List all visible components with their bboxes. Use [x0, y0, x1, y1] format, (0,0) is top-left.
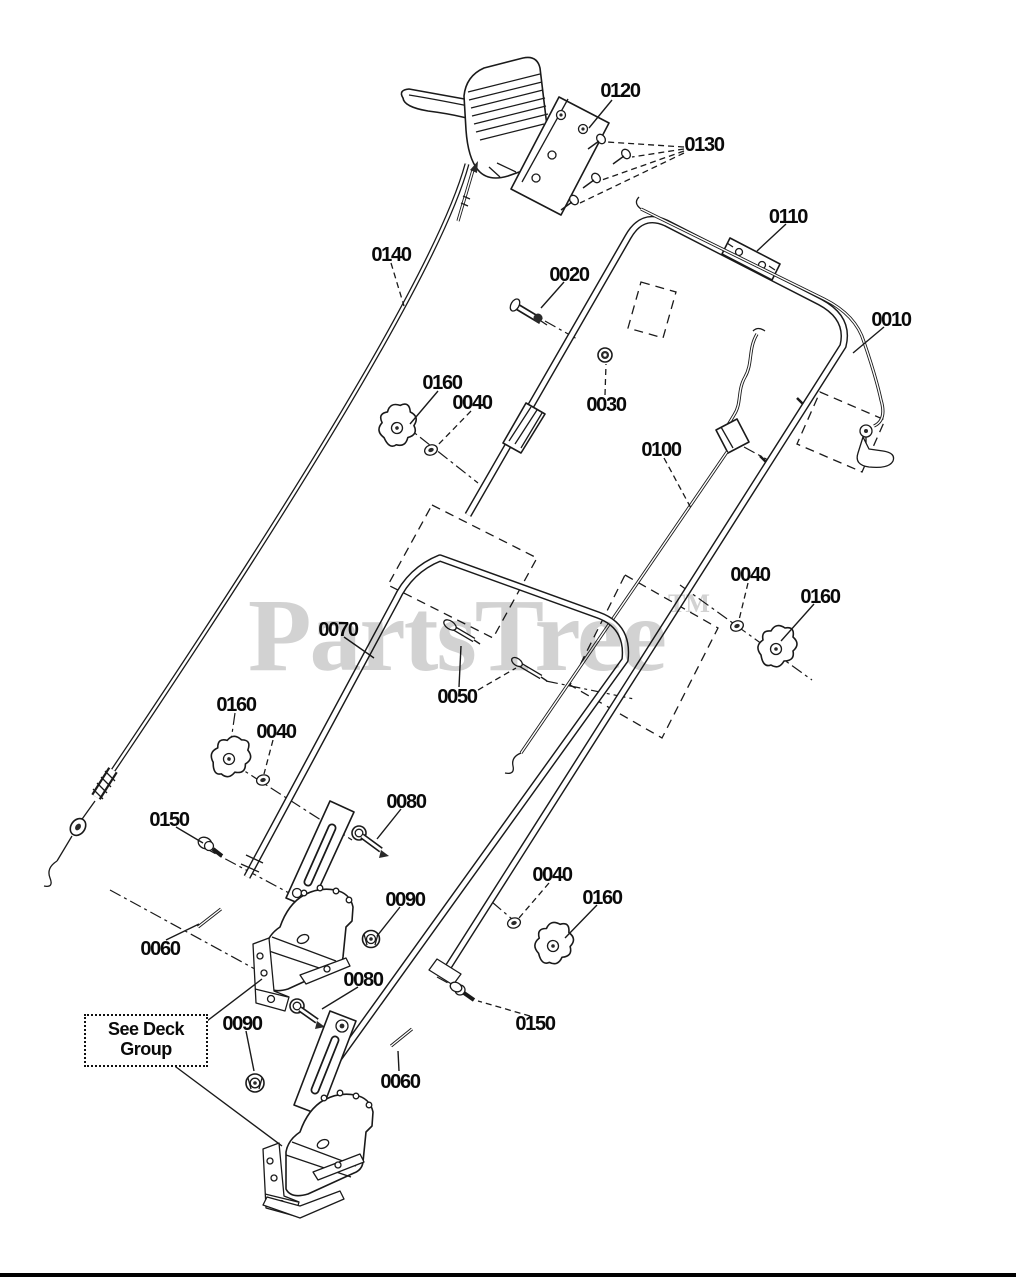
deck-bracket-upper	[252, 884, 354, 1012]
part-label-0020: 0020	[549, 264, 589, 286]
part-label-0090: 0090	[222, 1013, 262, 1035]
screws-0050	[443, 619, 548, 682]
throttle-control-assembly	[400, 56, 551, 179]
part-label-0160: 0160	[216, 694, 256, 716]
bolts-0150	[197, 836, 476, 1002]
part-label-0070: 0070	[318, 619, 358, 641]
nut-0030	[597, 347, 613, 363]
part-label-0040: 0040	[730, 564, 770, 586]
part-label-0150: 0150	[149, 809, 189, 831]
part-label-0030: 0030	[586, 394, 626, 416]
lower-handle-bar	[240, 554, 630, 1101]
slotted-bracket-lower	[293, 1010, 357, 1116]
part-label-0160: 0160	[582, 887, 622, 909]
throttle-cable-0140	[43, 161, 478, 887]
page-divider	[0, 1273, 1016, 1277]
part-label-0120: 0120	[600, 80, 640, 102]
upper-handle-bar	[428, 216, 848, 986]
part-label-0150: 0150	[515, 1013, 555, 1035]
leader-lines-dashed	[263, 141, 749, 1017]
cable-anchor-0020	[509, 298, 548, 326]
pins-0060	[197, 907, 414, 1048]
bolts-0080	[289, 825, 389, 1029]
part-label-0040: 0040	[256, 721, 296, 743]
note-line-1: See Deck	[107, 1019, 185, 1039]
handle-sleeve	[502, 402, 546, 454]
part-label-0110: 0110	[769, 206, 808, 228]
part-label-0160: 0160	[800, 586, 840, 608]
part-label-0010: 0010	[871, 309, 911, 331]
slotted-bracket-upper	[285, 800, 355, 909]
part-label-0090: 0090	[385, 889, 425, 911]
brake-cable-0010	[635, 196, 895, 469]
mount-plate-0120	[510, 96, 610, 216]
part-label-0040: 0040	[532, 864, 572, 886]
part-label-0050: 0050	[437, 686, 477, 708]
dashed-group-outlines	[387, 281, 886, 739]
note-line-2: Group	[120, 1039, 172, 1059]
part-label-0040: 0040	[452, 392, 492, 414]
deck-bracket-lower	[262, 1089, 374, 1219]
cable-connector	[715, 418, 750, 454]
control-cable-0100	[504, 327, 766, 774]
part-label-0060: 0060	[380, 1071, 420, 1093]
leader-lines-solid	[165, 99, 885, 1147]
part-label-0080: 0080	[386, 791, 426, 813]
part-label-0080: 0080	[343, 969, 383, 991]
part-label-0140: 0140	[371, 244, 411, 266]
part-label-0160: 0160	[422, 372, 462, 394]
screws-0130	[560, 133, 632, 211]
part-label-0100: 0100	[641, 439, 681, 461]
part-label-0130: 0130	[684, 134, 724, 156]
part-label-0060: 0060	[140, 938, 180, 960]
nuts-0090	[245, 929, 381, 1093]
see-deck-group-note: See Deck Group	[84, 1014, 208, 1067]
